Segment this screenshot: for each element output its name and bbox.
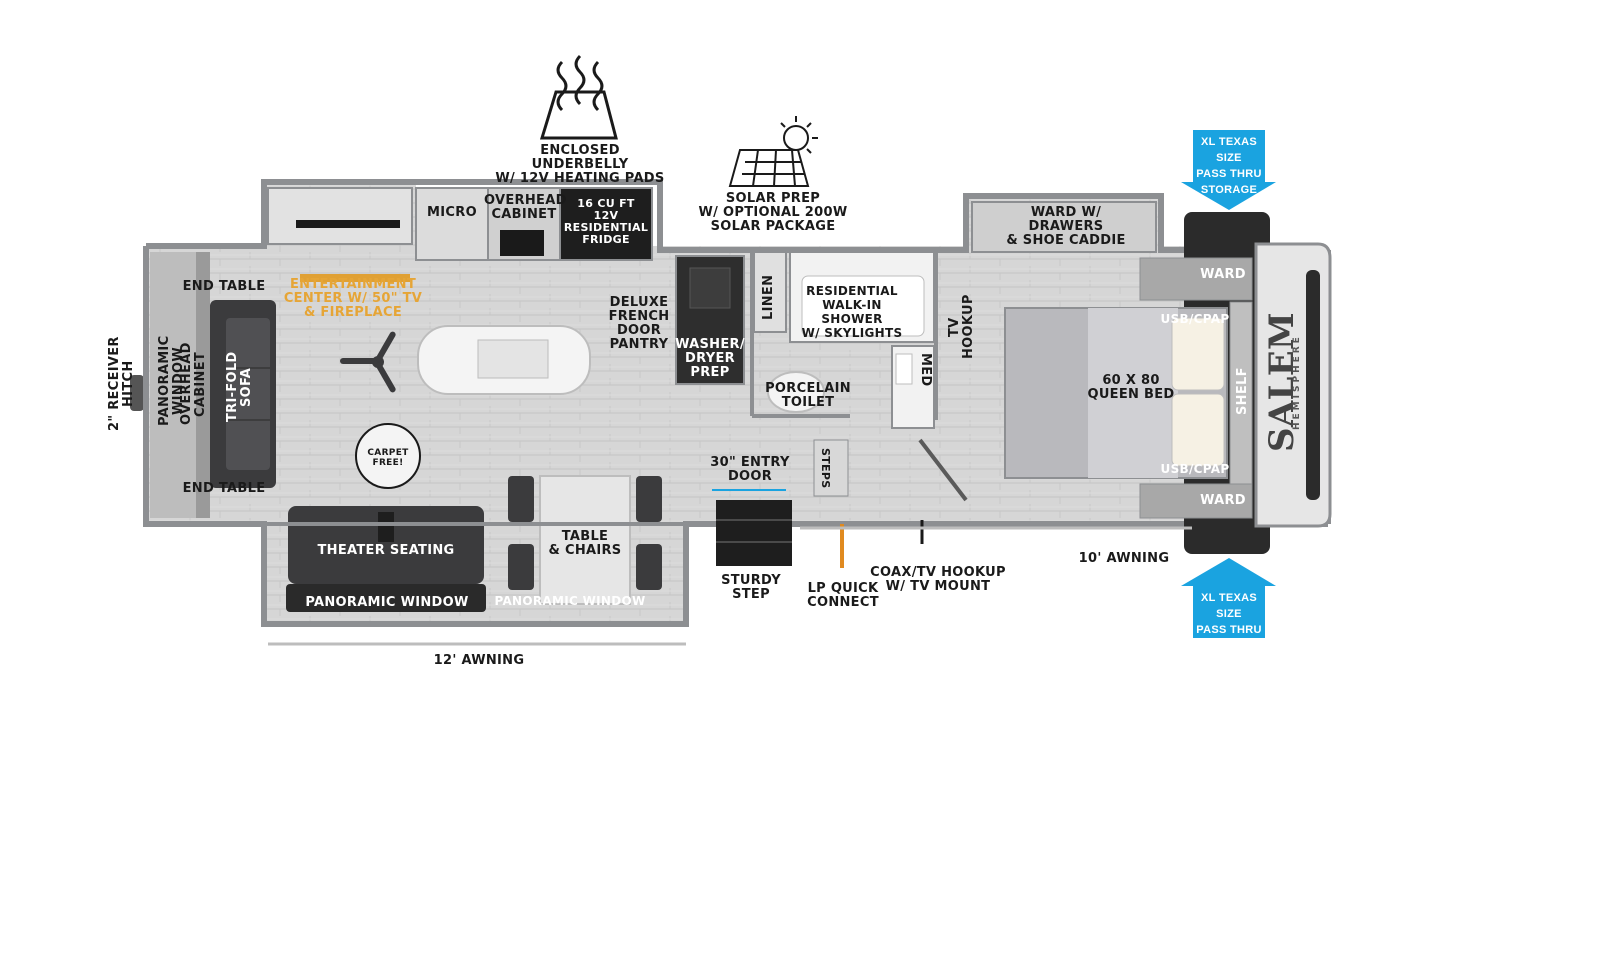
label-sturdy-step: STURDY STEP: [721, 573, 781, 602]
label-ward-drawers: WARD W/ DRAWERS & SHOE CADDIE: [1006, 205, 1126, 248]
label-panoramic-window-slide: PANORAMIC WINDOW: [305, 595, 469, 610]
storage-arrow-top: [1181, 130, 1276, 210]
label-bed: 60 X 80 QUEEN BED: [1087, 373, 1175, 402]
dinette: [508, 475, 662, 605]
label-entertainment: ENTERTAINMENT CENTER W/ 50" TV & FIREPLA…: [283, 277, 423, 320]
kitchen-counter: [415, 187, 653, 261]
label-awning-10: 10' AWNING: [1078, 551, 1170, 566]
brand-sub: HEMISPHERE: [1292, 334, 1302, 430]
left-wall-strip: [196, 252, 210, 518]
sturdy-step: [712, 489, 792, 566]
label-end-table-top: END TABLE: [182, 279, 266, 294]
label-solar: SOLAR PREP W/ OPTIONAL 200W SOLAR PACKAG…: [698, 191, 848, 234]
solar-panel-icon: [728, 116, 818, 187]
bedroom: [971, 201, 1253, 519]
entertainment-center: [267, 187, 413, 282]
label-tri-fold-sofa: TRI-FOLD SOFA: [225, 351, 254, 423]
label-shelf: SHELF: [1235, 367, 1250, 415]
label-lp-connect: LP QUICK CONNECT: [807, 581, 879, 610]
label-ward-top: WARD: [1200, 267, 1246, 282]
carpet-free-badge: [355, 423, 421, 489]
label-med: MED: [918, 353, 933, 387]
label-usb-bottom: USB/CPAP: [1160, 462, 1230, 476]
kitchen-island: [417, 325, 591, 395]
label-carpet-free: CARPET FREE!: [367, 448, 409, 468]
ceiling-fan-icon: [340, 331, 396, 393]
heat-icon: [539, 54, 618, 140]
label-overhead-cabinet-left: OVERHEAD CABINET: [179, 342, 208, 426]
label-linen: LINEN: [761, 274, 776, 320]
label-pantry: DELUXE FRENCH DOOR PANTRY: [608, 295, 670, 352]
label-overhead-cabinet: OVERHEAD CABINET: [484, 193, 567, 222]
label-tv-hookup: TV HOOKUP: [947, 294, 976, 360]
tri-fold-sofa: [210, 300, 276, 488]
label-usb-top: USB/CPAP: [1160, 312, 1230, 326]
label-underbelly: ENCLOSED UNDERBELLY W/ 12V HEATING PADS: [495, 143, 665, 186]
label-receiver-hitch: 2" RECEIVER HITCH: [107, 336, 136, 432]
label-fridge: 16 CU FT 12V RESIDENTIAL FRIDGE: [563, 197, 649, 246]
label-ward-bottom: WARD: [1200, 493, 1246, 508]
label-end-table-bottom: END TABLE: [182, 481, 266, 496]
label-washer-dryer: WASHER/ DRYER PREP: [675, 337, 745, 380]
overhead-cabinet-left: [150, 252, 198, 518]
bathroom: [750, 250, 968, 502]
label-entry-door: 30" ENTRY DOOR: [710, 455, 790, 484]
pantry: [675, 255, 745, 385]
label-panoramic-window-dinette: PANORAMIC WINDOW: [494, 594, 646, 608]
label-steps: STEPS: [819, 447, 832, 489]
label-xl-top: XL TEXAS SIZE PASS THRU STORAGE: [1196, 136, 1262, 196]
storage-arrow-bottom: [1181, 558, 1276, 638]
slide-out-outline: [262, 522, 688, 626]
label-xl-bottom: XL TEXAS SIZE PASS THRU STORAGE: [1196, 592, 1262, 652]
steps-block: [813, 439, 849, 497]
label-shower: RESIDENTIAL WALK-IN SHOWER W/ SKYLIGHTS: [801, 284, 903, 340]
label-awning-12: 12' AWNING: [433, 653, 525, 668]
label-toilet: PORCELAIN TOILET: [765, 381, 851, 410]
label-coax: COAX/TV HOOKUP W/ TV MOUNT: [870, 565, 1006, 594]
label-theater: THEATER SEATING: [317, 543, 455, 558]
label-table-chairs: TABLE & CHAIRS: [548, 529, 622, 558]
label-micro: MICRO: [427, 205, 477, 220]
hitch-icon: [130, 375, 144, 411]
